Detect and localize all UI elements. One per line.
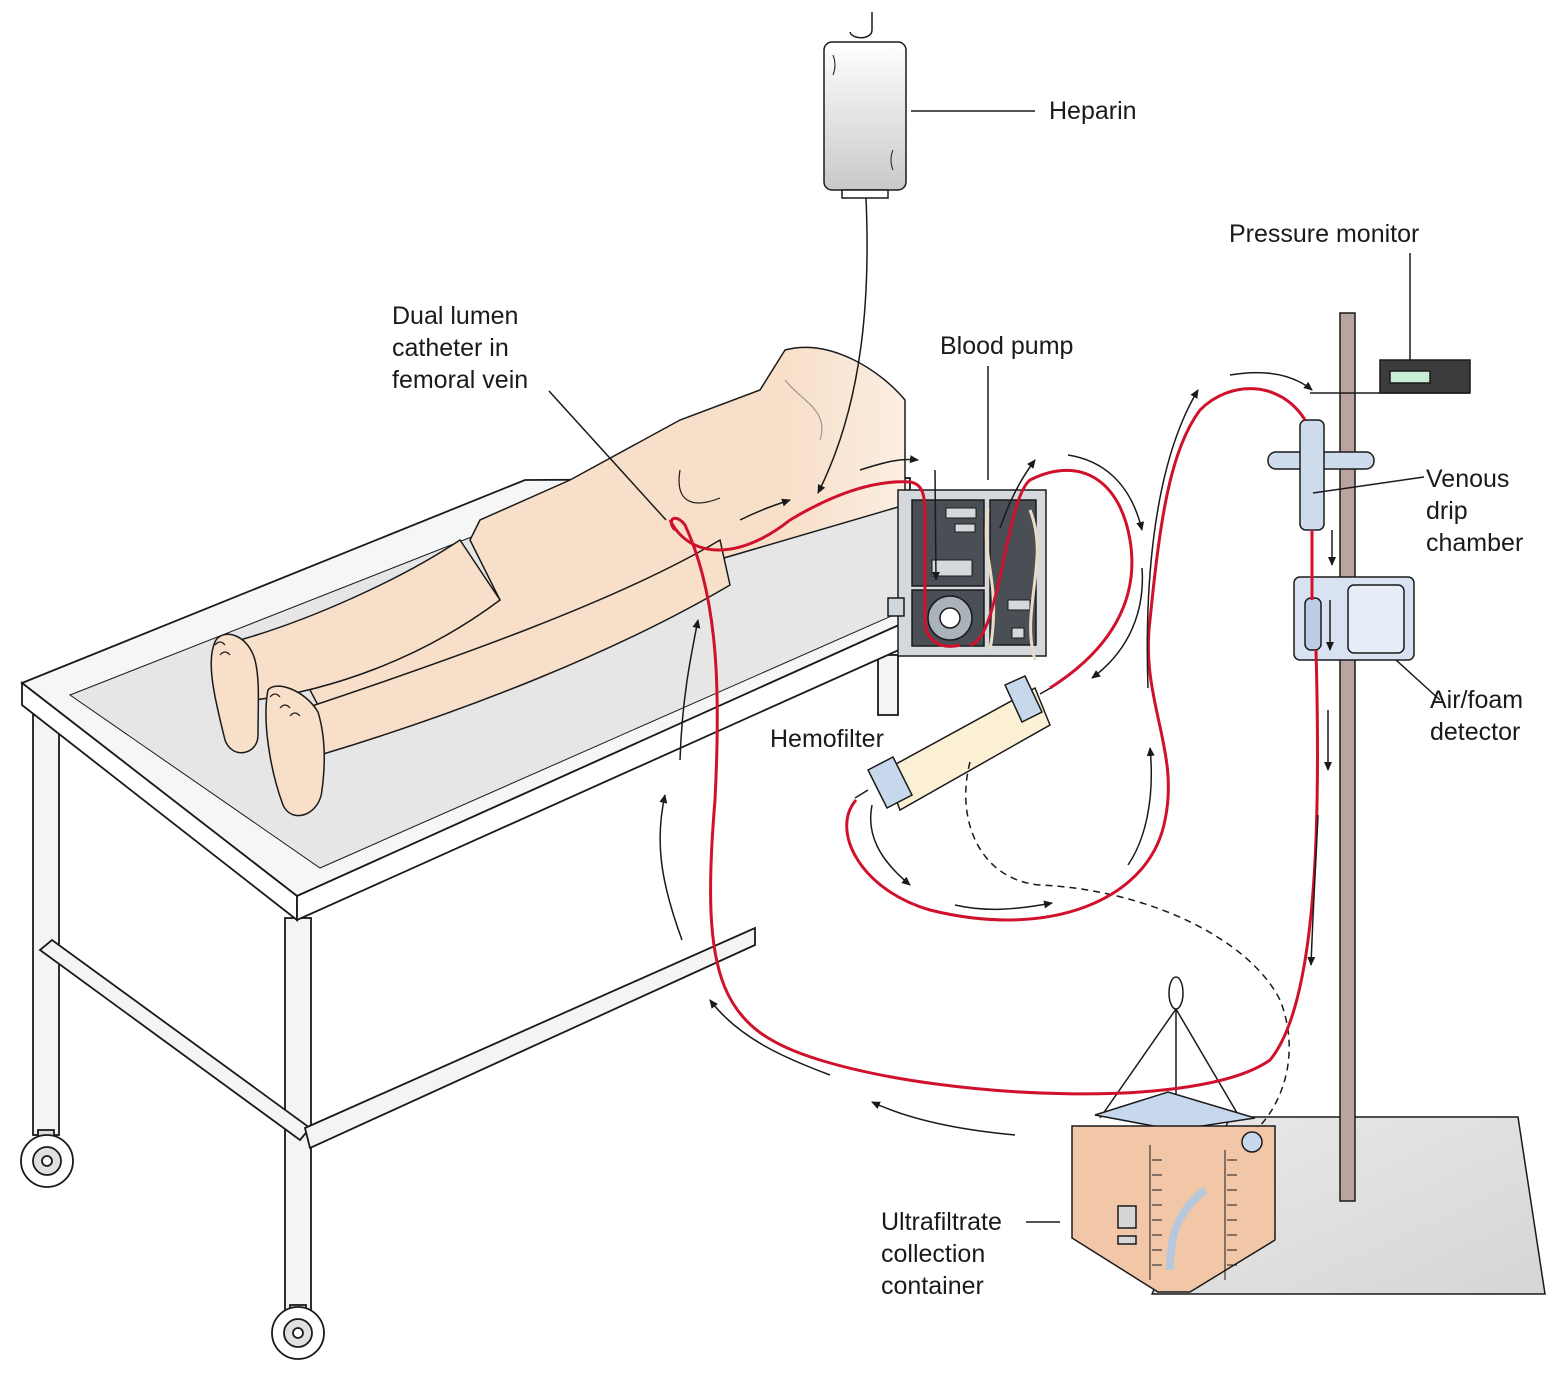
blood-pump-device: [887, 489, 1047, 661]
arterial-line-to-pump: [668, 480, 961, 648]
pump-to-hemofilter: [969, 468, 1134, 690]
label-hemofilter: Hemofilter: [770, 725, 884, 753]
label-venous-drip-chamber: Venous drip chamber: [1426, 463, 1523, 559]
table-leg-back-left: [32, 714, 60, 1136]
patient-legs: [210, 346, 906, 817]
blood-circuit: [668, 387, 1320, 1096]
flow-arrows: [659, 371, 1336, 1136]
label-ultrafiltrate-line2: collection: [881, 1240, 986, 1268]
table-crossbar-side: [38, 938, 312, 1142]
table-crossbar-long: [303, 926, 756, 1150]
label-air-foam-detector: Air/foam detector: [1430, 684, 1523, 748]
venous-drip-leader: [1312, 476, 1425, 494]
label-catheter-line2: catheter in: [392, 334, 509, 362]
wheel-back: [20, 1129, 74, 1188]
hemofilter-to-drip: [845, 387, 1307, 922]
label-blood-pump: Blood pump: [940, 332, 1074, 360]
label-ultrafiltrate: Ultrafiltrate collection container: [881, 1206, 1002, 1302]
patient-body: [308, 346, 906, 729]
label-catheter-line3: femoral vein: [392, 366, 529, 394]
table-leg-back-right: [877, 654, 899, 716]
left-foot: [210, 633, 260, 754]
air-foam-leader: [1395, 659, 1441, 701]
label-venous-line3: chamber: [1426, 529, 1524, 557]
label-catheter: Dual lumen catheter in femoral vein: [392, 300, 528, 396]
label-ultrafiltrate-line3: container: [881, 1272, 984, 1300]
iv-pole-assembly: [1267, 312, 1471, 1202]
venous-drip-chamber-device: [1299, 419, 1325, 531]
label-catheter-line1: Dual lumen: [392, 302, 519, 330]
ultrafiltrate-dashed-line: [965, 761, 1290, 1129]
right-foot: [265, 685, 326, 817]
iv-pole: [1339, 312, 1356, 1202]
heparin-bag: [817, 12, 907, 494]
catheter-leader: [548, 390, 667, 521]
label-pressure-monitor: Pressure monitor: [1229, 220, 1420, 248]
label-venous-line2: drip: [1426, 497, 1468, 525]
label-ultrafiltrate-line1: Ultrafiltrate: [881, 1208, 1002, 1236]
label-heparin: Heparin: [1049, 97, 1137, 125]
label-venous-line1: Venous: [1426, 465, 1510, 493]
return-line: [669, 516, 1320, 1096]
hemofilter: [854, 675, 1055, 812]
label-air-line1: Air/foam: [1430, 686, 1524, 714]
wheel-front: [271, 1304, 325, 1360]
label-air-line2: detector: [1430, 718, 1521, 746]
ultrafiltrate-container: [1071, 976, 1276, 1293]
